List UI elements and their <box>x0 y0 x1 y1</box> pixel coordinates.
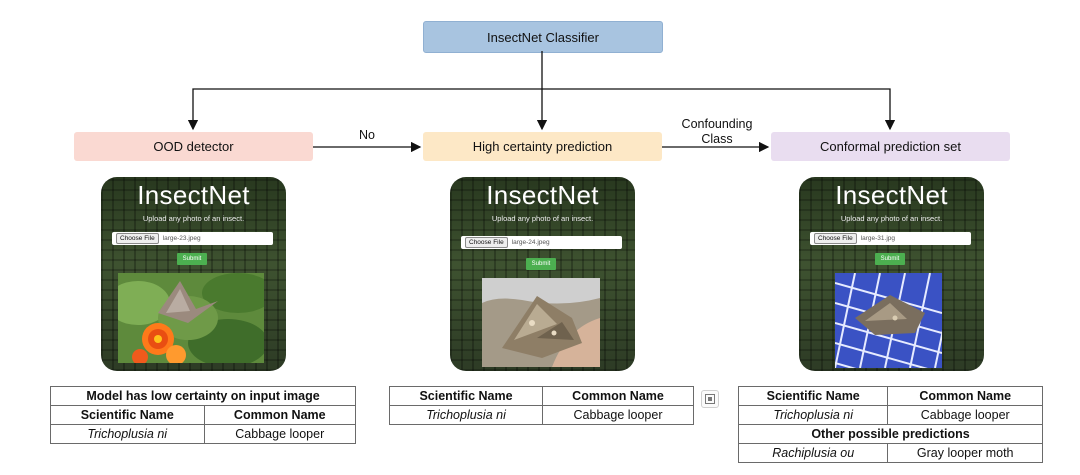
app-brand: InsectNet <box>486 180 599 210</box>
scientific-name-cell: Trichoplusia ni <box>737 405 889 425</box>
insect-photo-hand <box>482 278 600 367</box>
table-row: Scientific Name Common Name <box>737 386 1043 406</box>
insect-photo-flower <box>118 273 264 363</box>
table-row: Scientific Name Common Name <box>50 405 357 425</box>
insect-photo-mesh <box>835 273 942 368</box>
results-table-ood: Model has low certainty on input image S… <box>50 386 357 444</box>
scientific-name-cell: Trichoplusia ni <box>388 405 544 425</box>
table-row: Model has low certainty on input image <box>50 386 356 406</box>
file-name: large-31.jpg <box>860 235 896 242</box>
file-input[interactable]: Choose File large-24.jpeg <box>461 236 622 249</box>
table-row: Other possible predictions <box>738 424 1043 444</box>
file-name: large-23.jpeg <box>162 235 201 242</box>
common-name-cell: Gray looper moth <box>887 443 1043 463</box>
table-row: Trichoplusia ni Cabbage looper <box>50 424 357 444</box>
file-input[interactable]: Choose File large-31.jpg <box>810 232 971 245</box>
table-row: Trichoplusia ni Cabbage looper <box>388 405 694 425</box>
app-brand: InsectNet <box>137 180 250 210</box>
column-header: Scientific Name <box>388 386 544 406</box>
column-header: Common Name <box>203 405 357 425</box>
scientific-name-cell: Rachiplusia ou <box>737 443 889 463</box>
expand-icon <box>705 394 715 404</box>
app-subtitle: Upload any photo of an insect. <box>142 214 245 223</box>
edge-classifier-conformal <box>542 88 896 131</box>
app-brand: InsectNet <box>835 180 948 210</box>
high-certainty-node: High certainty prediction <box>423 132 662 161</box>
column-header: Scientific Name <box>50 405 205 425</box>
submit-button[interactable]: Submit <box>177 253 207 265</box>
app-screenshot-high: InsectNet Upload any photo of an insect.… <box>450 177 635 371</box>
common-name-cell: Cabbage looper <box>542 405 694 425</box>
ood-detector-node: OOD detector <box>74 132 313 161</box>
choose-file-button[interactable]: Choose File <box>814 233 857 244</box>
scientific-name-cell: Trichoplusia ni <box>50 424 205 444</box>
edge-label-confounding: Confounding Class <box>681 117 753 146</box>
table-row: Trichoplusia ni Cabbage looper <box>737 405 1043 425</box>
choose-file-button[interactable]: Choose File <box>116 233 159 244</box>
table-row: Rachiplusia ou Gray looper moth <box>737 443 1043 463</box>
app-screenshot-conformal: InsectNet Upload any photo of an insect.… <box>799 177 984 371</box>
app-subtitle: Upload any photo of an insect. <box>840 214 943 223</box>
submit-button[interactable]: Submit <box>875 253 905 265</box>
choose-file-button[interactable]: Choose File <box>465 237 508 248</box>
expand-button[interactable] <box>701 390 719 408</box>
submit-button[interactable]: Submit <box>526 258 556 270</box>
low-certainty-banner: Model has low certainty on input image <box>50 386 356 406</box>
file-name: large-24.jpeg <box>511 239 550 246</box>
common-name-cell: Cabbage looper <box>203 424 357 444</box>
app-subtitle: Upload any photo of an insect. <box>491 214 594 223</box>
results-table-high: Scientific Name Common Name Trichoplusia… <box>388 386 694 425</box>
classifier-node: InsectNet Classifier <box>423 21 663 53</box>
column-header: Common Name <box>887 386 1043 406</box>
app-screenshot-ood: InsectNet Upload any photo of an insect.… <box>101 177 286 371</box>
edge-classifier-ood <box>187 88 542 131</box>
other-predictions-label: Other possible predictions <box>738 424 1043 444</box>
column-header: Common Name <box>542 386 694 406</box>
edge-label-no: No <box>359 128 375 142</box>
conformal-set-node: Conformal prediction set <box>771 132 1010 161</box>
table-row: Scientific Name Common Name <box>388 386 694 406</box>
results-table-conformal: Scientific Name Common Name Trichoplusia… <box>737 386 1043 463</box>
column-header: Scientific Name <box>737 386 889 406</box>
common-name-cell: Cabbage looper <box>887 405 1043 425</box>
file-input[interactable]: Choose File large-23.jpeg <box>112 232 273 245</box>
